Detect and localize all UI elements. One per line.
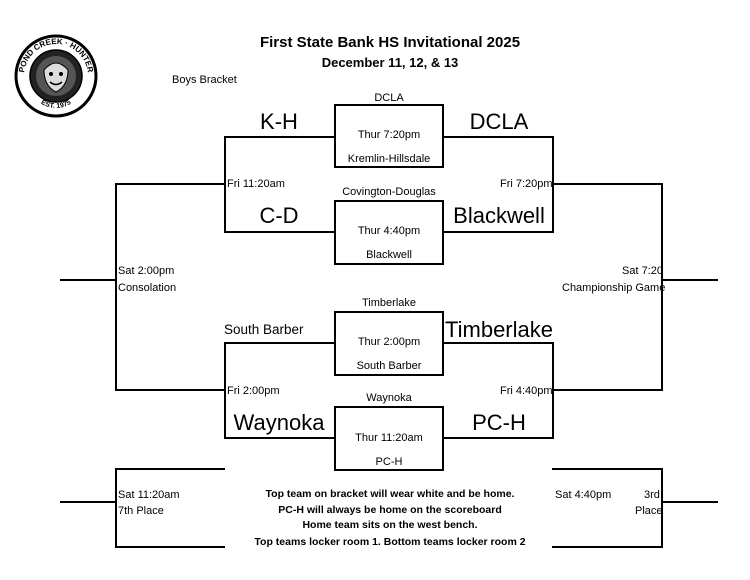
consolation-time: Sat 2:00pm [118, 265, 175, 277]
game1-bottom-team: Kremlin-Hillsdale [347, 153, 431, 165]
game4-time: Thur 11:20am [355, 432, 423, 444]
game1-time: Thur 7:20pm [357, 129, 421, 141]
seventh-label: 7th Place [118, 505, 164, 517]
right-r1-lower-bottom-team: PC-H [472, 410, 526, 435]
game3-top-line [334, 311, 444, 313]
third-bottom-line [552, 546, 663, 548]
championship-out-line [661, 279, 718, 281]
right-semi1-time: Fri 7:20pm [500, 178, 553, 190]
consolation-label: Consolation [118, 282, 177, 294]
note-3: Home team sits on the west bench. [302, 519, 478, 531]
seal-text-bottom: EST. 1975 [40, 99, 73, 110]
right-r1-bottom-line [442, 231, 554, 233]
right-r1-top-line [442, 136, 554, 138]
left-r1-lower-bottom-line [224, 437, 336, 439]
left-semi2-time: Fri 2:00pm [227, 385, 280, 397]
game1-top-team: DCLA [374, 92, 404, 104]
championship-time: Sat 7:20 [622, 265, 663, 277]
right-r1-lower-top-team: Timberlake [445, 317, 553, 342]
third-top-line [552, 468, 663, 470]
game1-bottom-line [334, 166, 444, 168]
left-r1-lower-top-line [224, 342, 336, 344]
left-r1-lower-bottom-team: Waynoka [233, 410, 325, 435]
game1-right-line [442, 104, 444, 166]
game2-top-line [334, 200, 444, 202]
third-time: Sat 4:40pm [555, 489, 612, 501]
left-r1-bottom-line [224, 231, 336, 233]
bracket-label: Boys Bracket [172, 74, 237, 86]
left-r1-top-line [224, 136, 336, 138]
third-bracket-line [661, 468, 663, 548]
left-semi1-out-line [115, 183, 226, 185]
right-r1-lower-bottom-line [442, 437, 554, 439]
right-championship-bracket-line [661, 183, 663, 391]
game4-bottom-team: PC-H [375, 456, 403, 468]
page-dates: December 11, 12, & 13 [321, 55, 459, 70]
seventh-out-line [60, 501, 117, 503]
left-r1-lower-top-team: South Barber [224, 322, 304, 337]
right-r1-lower-top-line [442, 342, 554, 344]
game2-top-team: Covington-Douglas [342, 186, 436, 198]
left-semi2-out-line [115, 389, 226, 391]
left-semi1-time: Fri 11:20am [227, 178, 285, 190]
game2-bottom-team: Blackwell [366, 249, 412, 261]
left-consolation-bracket-line [115, 183, 117, 391]
third-label-2: Place [635, 505, 663, 517]
right-semi1-out-line [552, 183, 663, 185]
third-label-1: 3rd [644, 489, 660, 501]
consolation-out-line [60, 279, 117, 281]
game1-top-line [334, 104, 444, 106]
game4-top-team: Waynoka [366, 392, 412, 404]
game3-bottom-team: South Barber [356, 360, 422, 372]
seventh-time: Sat 11:20am [118, 489, 180, 501]
game3-time: Thur 2:00pm [357, 336, 421, 348]
seventh-bracket-line [115, 468, 117, 548]
right-r1-top-team: DCLA [469, 109, 529, 134]
game4-bottom-line [334, 469, 444, 471]
game3-top-team: Timberlake [362, 297, 416, 309]
left-r1-bottom-team: C-D [259, 203, 299, 228]
right-semi2-time: Fri 4:40pm [500, 385, 553, 397]
note-1: Top team on bracket will wear white and … [265, 488, 515, 500]
right-semi2-out-line [552, 389, 663, 391]
seventh-top-line [115, 468, 225, 470]
page-title: First State Bank HS Invitational 2025 [259, 34, 521, 51]
championship-label: Championship Game [562, 282, 666, 294]
third-out-line [661, 501, 718, 503]
game2-bottom-line [334, 263, 444, 265]
seal-icon: POND CREEK · HUNTER EST. 1975 [14, 34, 98, 118]
note-4: Top teams locker room 1. Bottom teams lo… [254, 536, 526, 548]
game1-left-line [334, 104, 336, 166]
game4-top-line [334, 406, 444, 408]
game3-bottom-line [334, 374, 444, 376]
game2-time: Thur 4:40pm [357, 225, 421, 237]
left-r1-top-team: K-H [260, 109, 298, 134]
seventh-bottom-line [115, 546, 225, 548]
note-2: PC-H will always be home on the scoreboa… [278, 504, 502, 516]
right-r1-bottom-team: Blackwell [453, 203, 545, 228]
